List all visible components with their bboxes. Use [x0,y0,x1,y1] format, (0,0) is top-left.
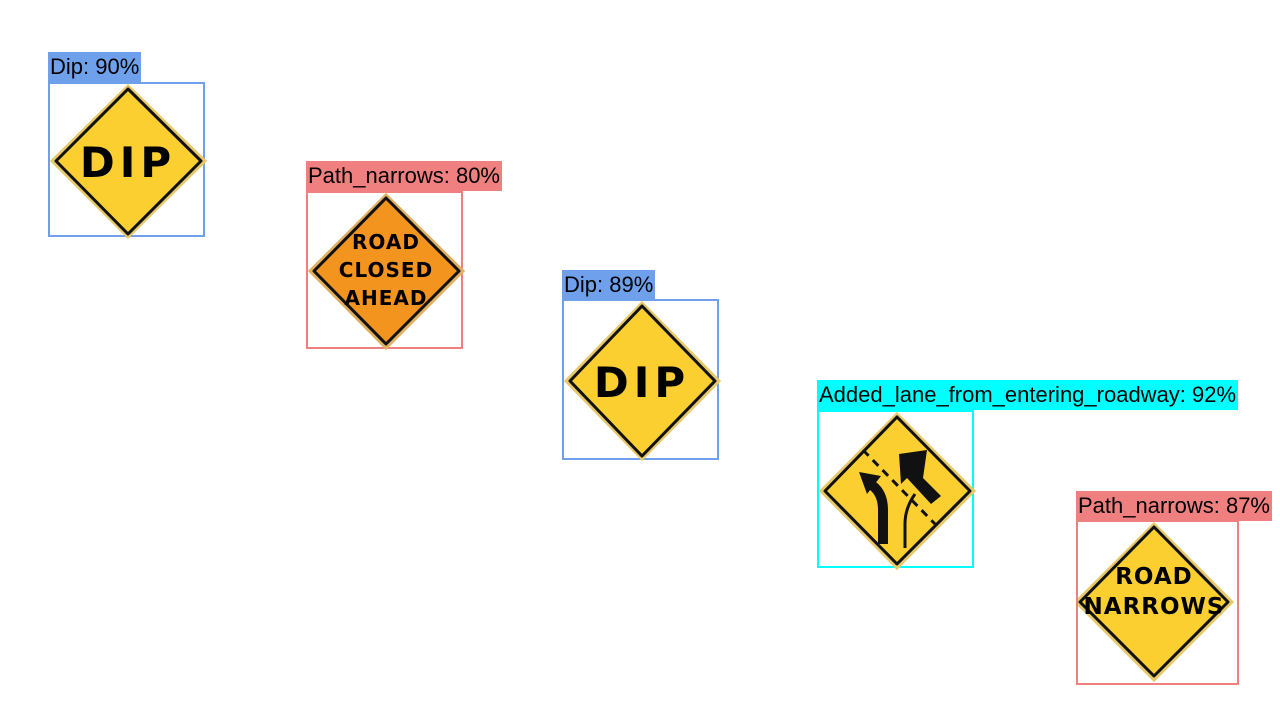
sign-text: CLOSED [339,258,433,282]
detection-label-added-lane: Added_lane_from_entering_roadway: 92% [817,380,1239,410]
detection-box-dip-1: DIP [48,82,207,239]
detection-box-path-narrows-2: ROAD NARROWS [1076,520,1239,685]
dip-sign-icon: DIP [564,301,721,462]
sign-text: DIP [594,358,690,407]
sign-text: DIP [80,138,176,187]
detection-box-dip-2: DIP [562,299,721,462]
road-closed-ahead-sign-icon: ROAD CLOSED AHEAD [308,193,465,351]
sign-text: ROAD [352,230,420,254]
detection-box-path-narrows-1: ROAD CLOSED AHEAD [306,191,465,351]
sign-text: ROAD [1115,564,1193,590]
detection-label-path-narrows-1: Path_narrows: 80% [306,161,502,191]
detection-box-added-lane [817,410,976,570]
dip-sign-icon: DIP [50,84,207,239]
detection-label-dip-1: Dip: 90% [48,52,142,82]
detection-label-dip-2: Dip: 89% [562,270,656,300]
detection-label-path-narrows-2: Path_narrows: 87% [1076,491,1272,521]
added-lane-arrows-sign-icon [819,412,976,570]
sign-text: NARROWS [1084,594,1225,620]
sign-text: AHEAD [345,286,428,310]
road-narrows-sign-icon: ROAD NARROWS [1078,522,1235,683]
